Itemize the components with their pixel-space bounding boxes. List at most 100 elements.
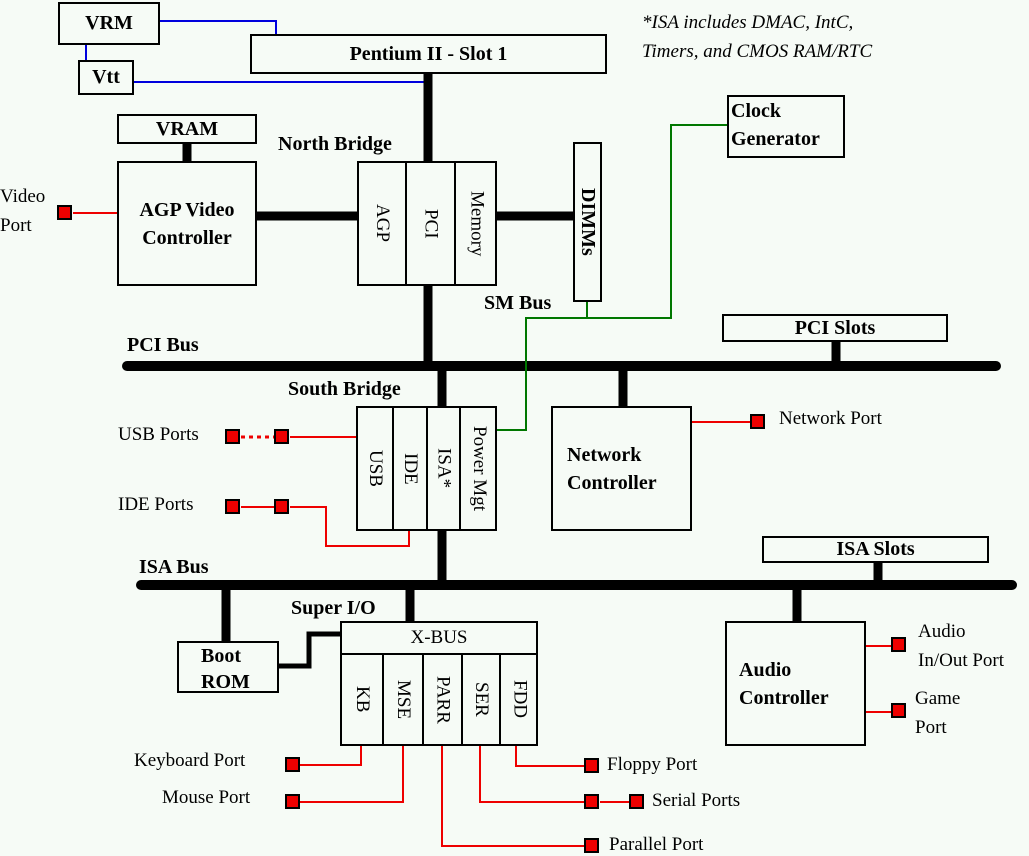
vram-label: VRAM [155,117,219,140]
floppy-port-connector [584,758,599,773]
sio-section-fdd: FDD [501,655,538,744]
network-label-2: Controller [567,471,657,494]
sb-section-ide: IDE [394,408,428,529]
footnote-line-1: *ISA includes DMAC, IntC, [642,12,854,33]
sio-ser-label: SER [471,682,492,717]
sb-power-label: Power Mgt [469,426,490,511]
usb-port-connector-2 [274,429,289,444]
boot-rom-label-1: Boot [201,645,241,667]
keyboard-port-label: Keyboard Port [134,750,246,771]
bootrom-xbus-link [278,631,341,669]
footnote-line-2: Timers, and CMOS RAM/RTC [642,41,873,62]
cpu-box: Pentium II - Slot 1 [250,34,607,74]
serial-port-link [479,744,585,803]
vrm-cpu-power-line [160,20,277,35]
network-port-label: Network Port [779,408,882,429]
vram-box: VRAM [117,114,257,144]
ide-ports-label: IDE Ports [118,494,194,515]
boot-rom-label-2: ROM [201,671,250,693]
ide-port-link-b [290,506,410,547]
sb-section-isa: ISA* [428,408,461,529]
nb-memory-label: Memory [466,190,488,257]
serial-ports-label: Serial Ports [652,790,741,811]
sm-bus-label: SM Bus [484,292,552,314]
keyboard-port-link [300,744,362,766]
mouse-port-label: Mouse Port [162,787,251,808]
xbus-header: X-BUS [342,623,536,655]
floppy-port-link [515,744,585,767]
serial-port-connector-1 [584,794,599,809]
north-bridge-title: North Bridge [278,133,392,155]
nb-section-agp: AGP [359,163,407,284]
isa-bus-label: ISA Bus [139,556,209,578]
vrm-box: VRM [58,2,160,45]
sio-section-mse: MSE [384,655,424,744]
pci-bus-label: PCI Bus [127,334,199,356]
vtt-label: Vtt [92,66,120,88]
south-bridge-box: USB IDE ISA* Power Mgt [356,406,497,531]
cpu-label: Pentium II - Slot 1 [349,42,508,65]
floppy-port-label: Floppy Port [607,754,698,775]
vtt-box: Vtt [78,60,134,95]
game-port-label-1: Game [915,688,961,709]
agp-video-label-2: Controller [142,226,232,249]
ide-port-connector-2 [274,499,289,514]
game-port-label-2: Port [915,717,947,738]
audio-label-2: Controller [739,686,829,709]
dimms-box: DIMMs [573,142,602,302]
sio-parr-label: PARR [432,675,454,724]
sio-section-ser: SER [463,655,501,744]
keyboard-port-connector [285,757,300,772]
audio-port-label-1: Audio [918,621,966,642]
game-port-connector [891,703,906,718]
sio-mse-label: MSE [393,679,414,720]
pci-slots-label: PCI Slots [794,316,876,339]
video-port-connector [57,205,72,220]
network-port-connector [750,414,765,429]
nb-agp-label: AGP [372,204,393,243]
isa-slots-label: ISA Slots [836,538,915,560]
xbus-label: X-BUS [410,627,468,648]
north-bridge-box: AGP PCI Memory [357,161,497,286]
dimms-label: DIMMs [577,188,599,256]
clock-label-2: Generator [731,128,820,150]
audio-port-connector [891,637,906,652]
super-io-sections: KB MSE PARR SER FDD [342,655,536,744]
sio-kb-label: KB [352,686,373,713]
sio-section-parr: PARR [424,655,463,744]
isa-slots-box: ISA Slots [762,536,989,563]
audio-port-label-2: In/Out Port [918,650,1005,671]
video-port-label-2: Port [0,215,32,236]
clock-label-1: Clock [731,100,781,122]
isa-footnote: *ISA includes DMAC, IntC, Timers, and CM… [642,8,872,66]
clock-line [497,124,729,431]
mouse-port-connector [285,794,300,809]
ide-port-connector-1 [225,499,240,514]
mouse-port-link [300,744,404,803]
serial-port-connector-2 [629,794,644,809]
parallel-port-connector [584,838,599,853]
nb-section-pci: PCI [407,163,456,284]
sb-section-usb: USB [358,408,394,529]
pci-slots-box: PCI Slots [722,314,948,342]
parallel-port-link [441,744,585,847]
super-io-title: Super I/O [291,597,376,619]
usb-port-connector-1 [225,429,240,444]
nb-pci-label: PCI [420,208,442,239]
sio-fdd-label: FDD [509,680,531,719]
sb-usb-label: USB [365,450,386,487]
video-port-label-1: Video [0,186,46,207]
sio-section-kb: KB [342,655,384,744]
parallel-port-label: Parallel Port [609,834,704,855]
vrm-label: VRM [85,12,133,34]
super-io-box: X-BUS KB MSE PARR SER FDD [340,621,538,746]
usb-ports-label: USB Ports [118,424,199,445]
